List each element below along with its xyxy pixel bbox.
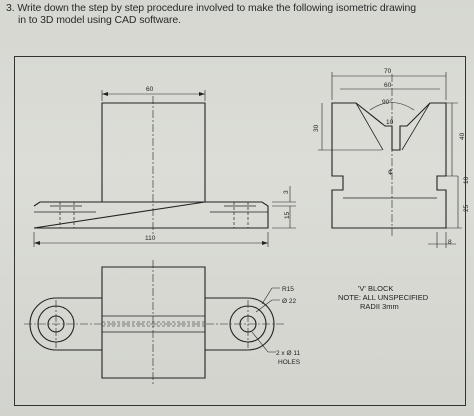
front-view-base — [33, 201, 269, 229]
top-view-hidden-slot — [102, 321, 205, 327]
dim-15-label: 15 — [284, 211, 291, 219]
dim-25-line — [446, 190, 462, 229]
r15-label: R15 — [282, 286, 294, 293]
front-view-upright — [101, 102, 206, 203]
holes-dia-label: 2 x Ø 11 — [276, 350, 300, 357]
drawing-frame — [14, 56, 466, 406]
slot-10-label: 10 — [386, 119, 394, 126]
dim-notch-10-label: 10 — [463, 176, 470, 184]
dim-8-label: 8 — [448, 239, 452, 246]
side-view — [318, 72, 462, 248]
dim-40-line — [446, 102, 458, 177]
top-view-inner-lines — [102, 315, 205, 333]
v-angle-arc — [369, 102, 415, 111]
dim-60-label: 60 — [146, 86, 154, 93]
holes-label: HOLES — [278, 359, 301, 366]
dim-40-label: 40 — [459, 132, 466, 140]
centerline-symbol: ¢ — [388, 168, 392, 177]
dim-side-60-label: 60 — [384, 82, 392, 89]
side-view-v-lines — [355, 102, 431, 151]
dim-25-label: 25 — [463, 204, 470, 212]
v-angle-label: 90° — [382, 98, 392, 106]
leader-dia22 — [255, 299, 280, 313]
dim-30-label: 30 — [313, 124, 320, 132]
top-view — [24, 260, 284, 386]
top-view-centerline-v — [55, 260, 249, 386]
note-line-2: RADII 3mm — [360, 302, 399, 311]
leader-r15 — [261, 287, 280, 305]
front-view — [33, 90, 296, 247]
dim-3-line — [272, 186, 296, 203]
dim-110-line — [33, 232, 269, 247]
dim-8-line — [428, 232, 456, 248]
front-view-hidden-lines — [59, 202, 249, 228]
question-line-2: in to 3D model using CAD software. — [18, 14, 181, 26]
note-line-1: NOTE: ALL UNSPECIFIED — [338, 293, 429, 302]
dim-15-line — [272, 205, 296, 229]
dim-70-label: 70 — [384, 68, 392, 75]
dim-30-line — [318, 103, 382, 151]
dim-70-line — [331, 72, 447, 100]
top-view-upright — [101, 266, 206, 379]
dim-110-label: 110 — [145, 235, 156, 242]
leader-holes — [251, 331, 276, 353]
dim-3-label: 3 — [283, 190, 290, 194]
v-block-title: 'V' BLOCK — [358, 284, 394, 293]
question-line-1: 3. Write down the step by step procedure… — [6, 2, 416, 14]
dim-60-line — [101, 90, 206, 101]
dia22-label: Ø 22 — [282, 298, 296, 305]
